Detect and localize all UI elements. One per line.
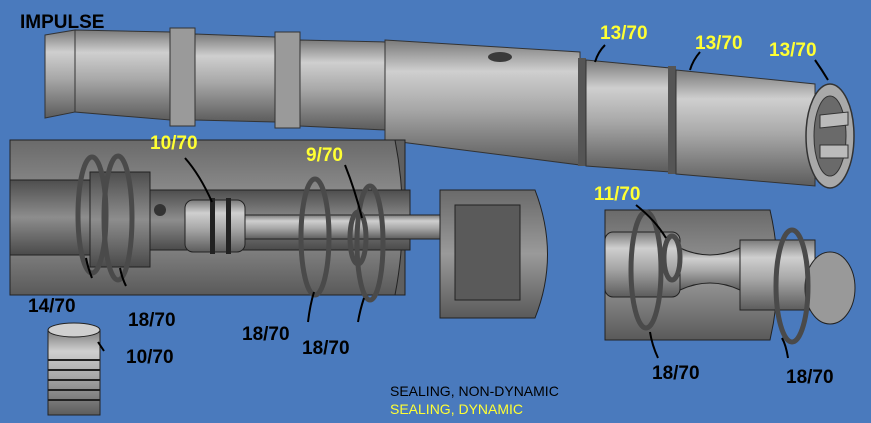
label-plug-seal: 10/70 [126, 347, 174, 368]
label-body-inner-seal: 10/70 [150, 133, 198, 154]
label-body-thread-seal: 14/70 [28, 296, 76, 317]
label-shaft-groove-1: 13/70 [600, 23, 648, 44]
leader-lines [85, 44, 829, 359]
label-valve-seal: 11/70 [594, 184, 641, 205]
label-shaft-groove-2: 13/70 [695, 33, 743, 54]
label-shaft-end: 13/70 [769, 40, 817, 61]
legend-nondynamic: SEALING, NON-DYNAMIC [390, 383, 559, 399]
valve-assembly [604, 209, 856, 345]
legend-dynamic: SEALING, DYNAMIC [390, 401, 524, 417]
main-shaft [44, 27, 855, 189]
label-valve-right: 18/70 [786, 367, 834, 388]
end-cap [439, 189, 548, 319]
label-valve-left: 18/70 [652, 363, 700, 384]
diagram-title: IMPULSE [20, 12, 105, 33]
label-body-outer-right: 18/70 [302, 338, 350, 359]
o-rings-body [75, 153, 386, 303]
label-body-outer-mid: 18/70 [242, 324, 290, 345]
plug [47, 322, 101, 416]
label-rod-seal: 9/70 [306, 145, 343, 166]
label-body-outer-left: 18/70 [128, 310, 176, 331]
